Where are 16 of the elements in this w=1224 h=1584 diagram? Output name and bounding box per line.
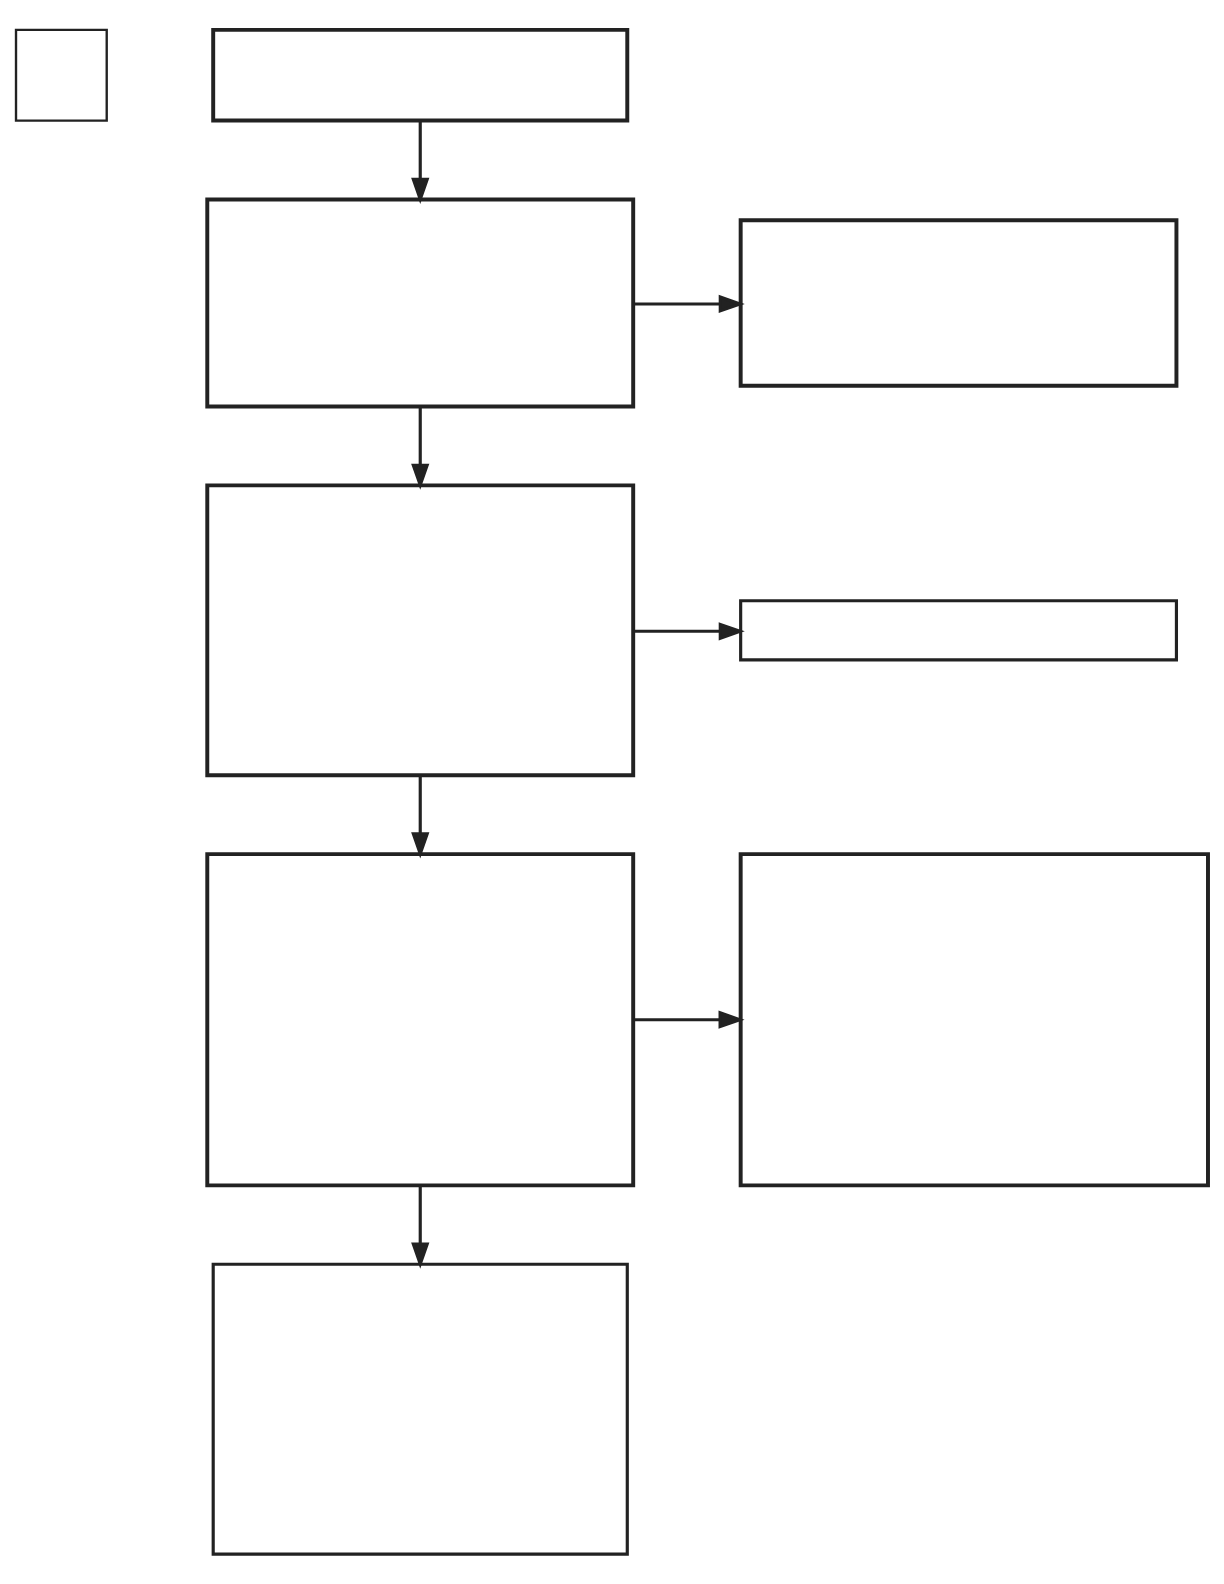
arrow (633, 622, 745, 641)
node-box (205, 483, 636, 778)
node-box (14, 28, 108, 122)
arrow (411, 1185, 430, 1269)
node-box (739, 599, 1178, 662)
arrow (411, 120, 430, 204)
node-box (738, 852, 1210, 1188)
arrow (633, 1010, 745, 1029)
arrow (411, 775, 430, 859)
node-box (211, 27, 630, 123)
arrow (411, 406, 430, 490)
node-box (211, 1262, 629, 1556)
node-box (205, 197, 636, 409)
node-box (205, 852, 636, 1188)
node-box (738, 218, 1179, 388)
arrow (633, 294, 745, 314)
